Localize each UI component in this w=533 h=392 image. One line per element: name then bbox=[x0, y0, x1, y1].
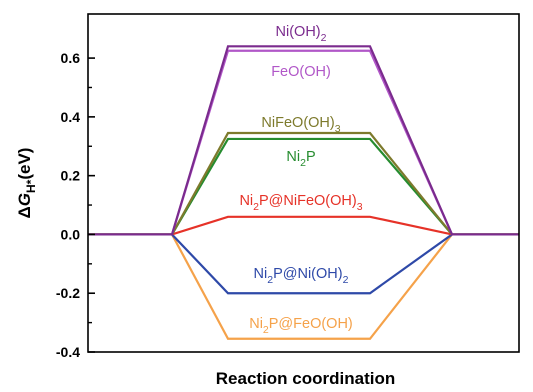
series-label-part: P@FeO(OH) bbox=[269, 316, 353, 332]
series-label-part: P bbox=[306, 149, 316, 165]
series-label-part: Ni bbox=[286, 149, 300, 165]
series-line bbox=[88, 131, 519, 236]
series-label: Ni(OH)2 bbox=[276, 24, 327, 44]
series-label: FeO(OH) bbox=[271, 64, 331, 80]
y-axis-ticks bbox=[88, 57, 95, 353]
y-axis-title: ΔGH*(eV) bbox=[15, 148, 38, 219]
series-label-part: 2 bbox=[343, 274, 349, 286]
series-label-part: 2 bbox=[300, 157, 306, 169]
series-label-part: P@NiFeO(OH) bbox=[259, 193, 357, 209]
series-line bbox=[88, 137, 519, 236]
series-line bbox=[88, 45, 519, 236]
series-label-part: 3 bbox=[335, 123, 341, 135]
series-label-part: P@Ni(OH) bbox=[273, 266, 343, 282]
y-tick-label: 0.0 bbox=[61, 226, 81, 242]
series-label-part: 3 bbox=[357, 201, 363, 213]
series-label-part: Ni bbox=[239, 193, 253, 209]
series-label-part: 2 bbox=[263, 324, 269, 336]
series-label-part: Ni(OH) bbox=[276, 24, 321, 40]
series-label: Ni2P@Ni(OH)2 bbox=[254, 266, 349, 286]
series-label-part: 2 bbox=[267, 274, 273, 286]
series-label: Ni2P@FeO(OH) bbox=[249, 316, 353, 336]
series-lines bbox=[88, 45, 519, 340]
series-label-part: FeO(OH) bbox=[271, 64, 331, 80]
y-tick-label: -0.2 bbox=[56, 285, 80, 301]
y-tick-label: 0.6 bbox=[61, 50, 81, 66]
series-labels: Ni(OH)2FeO(OH)NiFeO(OH)3Ni2PNi2P@NiFeO(O… bbox=[239, 24, 362, 336]
y-title-part: H* bbox=[24, 179, 38, 193]
series-label-part: Ni bbox=[249, 316, 263, 332]
y-title-part: (eV) bbox=[15, 148, 34, 180]
y-axis-tick-labels: -0.4 -0.2 0.0 0.2 0.4 0.6 bbox=[56, 50, 80, 360]
series-label: NiFeO(OH)3 bbox=[261, 115, 340, 135]
y-tick-label: 0.2 bbox=[61, 168, 81, 184]
y-title-part: G bbox=[15, 193, 34, 206]
series-line bbox=[88, 215, 519, 236]
series-label-part: 2 bbox=[253, 201, 259, 213]
series-label-part: 2 bbox=[321, 32, 327, 44]
series-label-part: NiFeO(OH) bbox=[261, 115, 334, 131]
x-axis-title: Reaction coordination bbox=[216, 369, 395, 388]
series-label: Ni2P bbox=[286, 149, 315, 169]
series-label-part: Ni bbox=[254, 266, 268, 282]
series-label: Ni2P@NiFeO(OH)3 bbox=[239, 193, 362, 213]
y-tick-label: 0.4 bbox=[61, 109, 81, 125]
y-title-part: Δ bbox=[15, 206, 34, 218]
series-line bbox=[88, 233, 519, 295]
y-tick-label: -0.4 bbox=[56, 344, 80, 360]
plot-frame bbox=[87, 13, 520, 353]
